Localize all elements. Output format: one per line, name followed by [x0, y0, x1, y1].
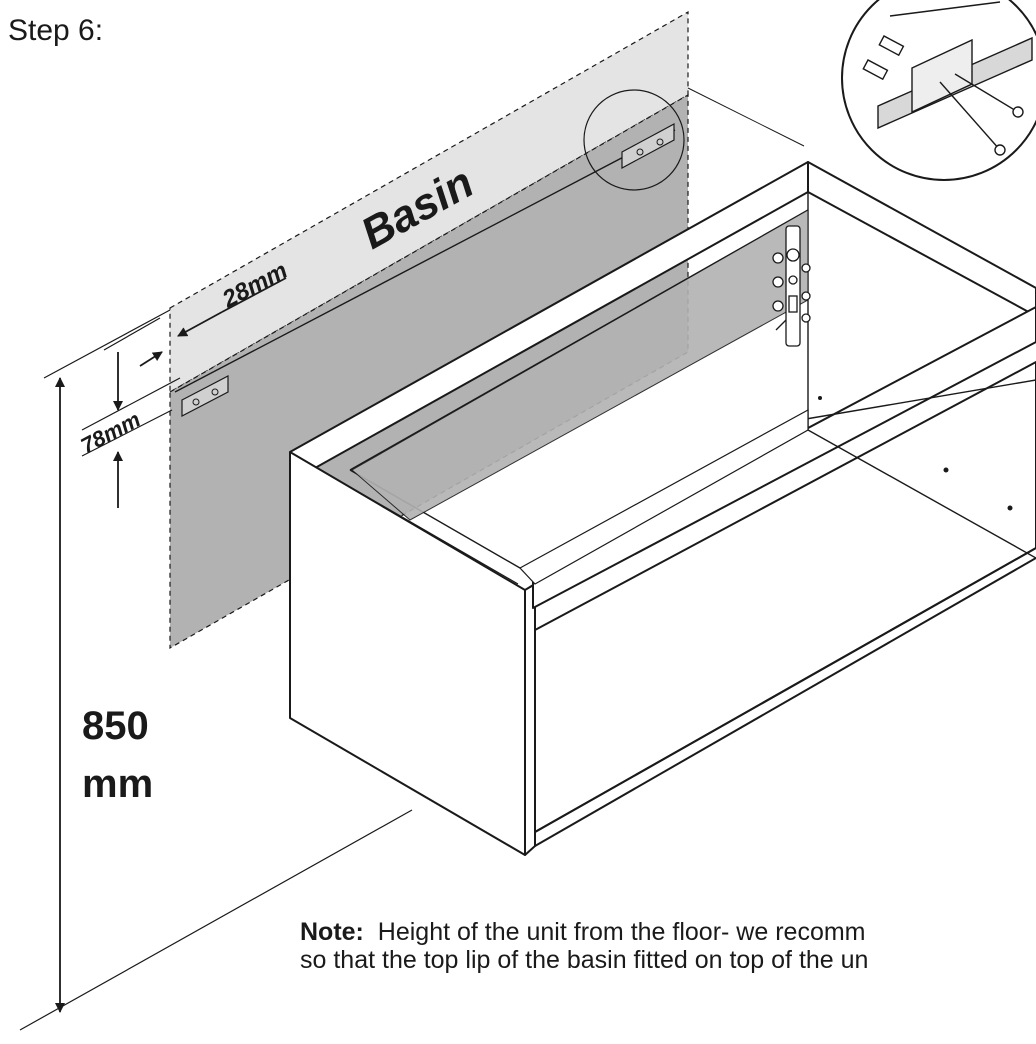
- note-prefix: Note:: [300, 918, 364, 946]
- step-title: Step 6:: [8, 14, 104, 47]
- cabinet-unit: [289, 161, 1036, 856]
- wall-bracket-left: [181, 375, 229, 417]
- detail-callout-circle: [583, 89, 685, 191]
- note-line-2: so that the top lip of the basin fitted …: [300, 946, 869, 974]
- note-text: Note: Height of the unit from the floor-…: [300, 918, 1036, 974]
- cabinet-front-strip: [524, 583, 536, 856]
- height-unit: mm: [82, 762, 154, 806]
- dimension-78mm: [81, 352, 181, 508]
- note-line-1-text: Height of the unit from the floor- we re…: [377, 918, 866, 946]
- note-line-1: Note: Height of the unit from the floor-…: [300, 918, 1036, 946]
- dimension-28mm: [103, 277, 287, 367]
- cabinet-hanging-bracket-icon: [772, 225, 811, 347]
- height-value: 850: [82, 704, 149, 748]
- cabinet-lower-opening: [534, 361, 1036, 833]
- dimension-850mm: [19, 309, 413, 1031]
- wall-bracket-right: [621, 122, 675, 170]
- cabinet-inner-rail: [519, 408, 809, 585]
- cabinet-rail-front: [532, 306, 1036, 609]
- wall-fixing-detail-icon: [841, 0, 1036, 181]
- cabinet-right-outer-top: [807, 161, 1036, 317]
- rail-line: [174, 129, 676, 393]
- detail-leader-line: [687, 87, 805, 147]
